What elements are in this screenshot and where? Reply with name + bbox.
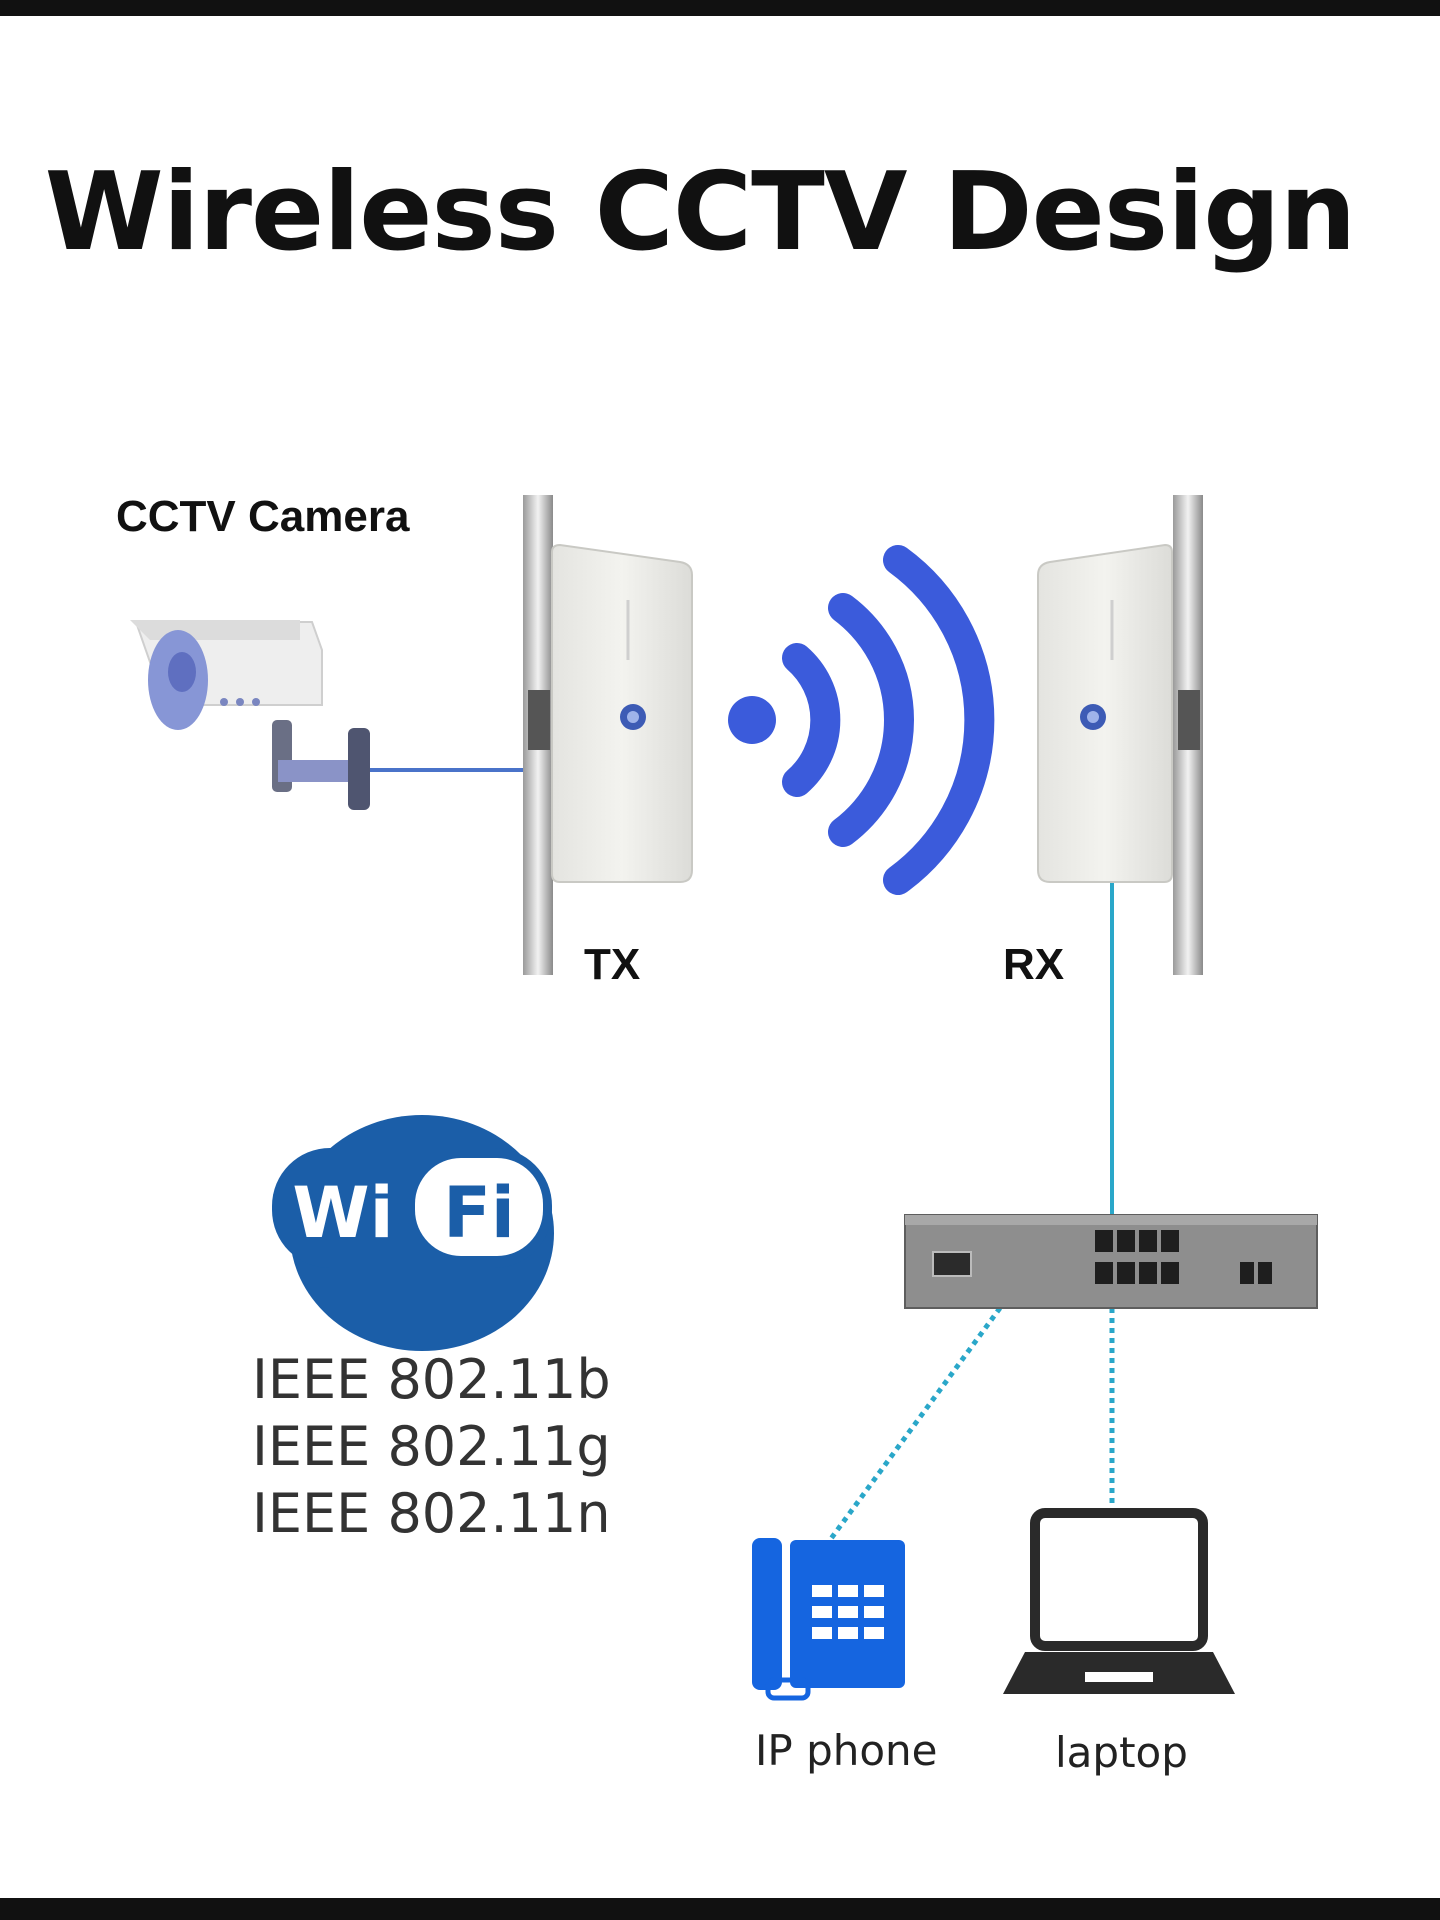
cctv-camera-label: CCTV Camera (116, 492, 410, 541)
wifi-signal-icon (728, 545, 995, 895)
laptop-label: laptop (1055, 1728, 1188, 1777)
standard-802-11n: IEEE 802.11n (252, 1482, 611, 1545)
wifi-logo-icon: Wi Fi (272, 1115, 554, 1351)
bottom-border (0, 1898, 1440, 1920)
top-border (0, 0, 1440, 16)
rx-wireless-bridge-icon (1037, 495, 1203, 975)
laptop-icon (1003, 1508, 1235, 1694)
tx-wireless-bridge-icon (523, 495, 693, 975)
ip-phone-label: IP phone (755, 1726, 938, 1775)
ip-phone-icon (752, 1538, 905, 1701)
cctv-camera-icon (130, 620, 370, 810)
tx-label: TX (584, 940, 641, 989)
wifi-logo-right-text: Fi (443, 1172, 515, 1254)
page-title: Wireless CCTV Design (44, 150, 1357, 275)
network-switch-icon (904, 1214, 1318, 1309)
standard-802-11g: IEEE 802.11g (252, 1415, 611, 1478)
wifi-logo-left-text: Wi (292, 1172, 393, 1254)
standard-802-11b: IEEE 802.11b (252, 1348, 611, 1411)
rx-label: RX (1003, 940, 1065, 989)
switch-to-phone-cable (827, 1306, 1003, 1542)
